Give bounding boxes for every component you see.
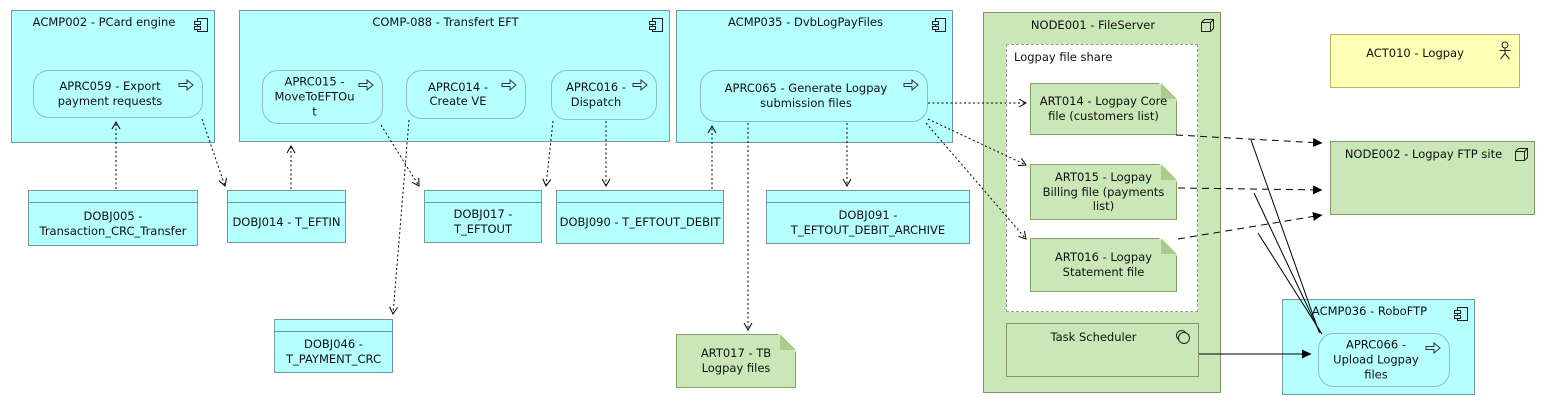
- aprc059-label: APRC059 - Export payment requests: [57, 79, 163, 108]
- aprc066-label: APRC066 - Upload Logpay files: [1333, 337, 1419, 382]
- actor-act010[interactable]: ACT010 - Logpay: [1330, 34, 1520, 88]
- data-object-strip: [557, 191, 723, 203]
- dobj017-label: DOBJ017 - T_EFTOUT: [453, 207, 513, 236]
- node002-label: NODE002 - Logpay FTP site: [1344, 147, 1503, 161]
- data-object-dobj005[interactable]: DOBJ005 - Transaction_CRC_Transfer: [28, 190, 198, 246]
- data-object-strip: [228, 191, 345, 203]
- process-arrow-icon: [632, 79, 648, 91]
- dobj091-label: DOBJ091 - T_EFTOUT_DEBIT_ARCHIVE: [790, 207, 946, 237]
- component-icon: [649, 18, 663, 32]
- aprc016-label: APRC016 - Dispatch: [565, 80, 626, 109]
- artifact-art016[interactable]: ART016 - Logpay Statement file: [1030, 238, 1177, 292]
- system-software-task-scheduler[interactable]: Task Scheduler: [1006, 323, 1199, 377]
- data-object-dobj046[interactable]: DOBJ046 - T_PAYMENT_CRC: [274, 319, 393, 373]
- data-object-strip: [767, 191, 969, 203]
- process-arrow-icon: [501, 79, 517, 91]
- dobj005-label: DOBJ005 - Transaction_CRC_Transfer: [39, 208, 187, 238]
- act010-label: ACT010 - Logpay: [1366, 46, 1464, 60]
- process-aprc014[interactable]: APRC014 - Create VE: [406, 70, 526, 119]
- process-arrow-icon: [903, 79, 919, 91]
- task-scheduler-label: Task Scheduler: [1050, 330, 1137, 344]
- data-object-strip: [275, 320, 392, 332]
- data-object-dobj091[interactable]: DOBJ091 - T_EFTOUT_DEBIT_ARCHIVE: [766, 190, 970, 244]
- artifact-art017[interactable]: ART017 - TB Logpay files: [676, 334, 796, 388]
- aprc065-label: APRC065 - Generate Logpay submission fil…: [724, 81, 888, 110]
- actor-icon: [1499, 41, 1511, 60]
- node-cube-icon: [1515, 148, 1528, 161]
- process-arrow-icon: [358, 79, 374, 91]
- component-icon: [932, 18, 946, 32]
- acmp036-label: ACMP036 - RoboFTP: [1311, 304, 1428, 318]
- system-software-icon: [1176, 330, 1190, 344]
- process-aprc059[interactable]: APRC059 - Export payment requests: [33, 70, 203, 118]
- component-icon: [194, 18, 208, 32]
- data-object-strip: [29, 191, 197, 203]
- art016-label: ART016 - Logpay Statement file: [1054, 250, 1153, 279]
- dobj014-label: DOBJ014 - T_EFTIN: [232, 214, 341, 229]
- process-arrow-icon: [178, 79, 194, 91]
- process-arrow-icon: [1425, 342, 1441, 354]
- data-object-strip: [425, 191, 541, 203]
- group-label: Logpay file share: [1014, 50, 1113, 64]
- art014-label: ART014 - Logpay Core file (customers lis…: [1039, 94, 1168, 123]
- process-aprc016[interactable]: APRC016 - Dispatch: [551, 70, 657, 120]
- component-icon: [1454, 307, 1468, 321]
- artifact-art014[interactable]: ART014 - Logpay Core file (customers lis…: [1030, 83, 1177, 135]
- dobj046-label: DOBJ046 - T_PAYMENT_CRC: [285, 336, 381, 366]
- dobj090-label: DOBJ090 - T_EFTOUT_DEBIT: [559, 215, 721, 230]
- data-object-dobj014[interactable]: DOBJ014 - T_EFTIN: [227, 190, 346, 243]
- acmp035-label: ACMP035 - DvbLogPayFiles: [728, 15, 883, 29]
- process-aprc066[interactable]: APRC066 - Upload Logpay files: [1318, 333, 1450, 387]
- art015-label: ART015 - Logpay Billing file (payments l…: [1042, 169, 1165, 214]
- process-aprc065[interactable]: APRC065 - Generate Logpay submission fil…: [700, 70, 928, 122]
- process-aprc015[interactable]: APRC015 - MoveToEFTOut: [262, 70, 383, 124]
- node-node002[interactable]: NODE002 - Logpay FTP site: [1330, 141, 1535, 215]
- data-object-dobj090[interactable]: DOBJ090 - T_EFTOUT_DEBIT: [556, 190, 724, 244]
- artifact-art015[interactable]: ART015 - Logpay Billing file (payments l…: [1030, 164, 1177, 220]
- acmp002-label: ACMP002 - PCard engine: [32, 15, 176, 29]
- node001-label: NODE001 - FileServer: [1030, 18, 1156, 32]
- art017-label: ART017 - TB Logpay files: [700, 346, 772, 375]
- aprc015-label: APRC015 - MoveToEFTOut: [274, 74, 355, 119]
- aprc014-label: APRC014 - Create VE: [427, 79, 488, 109]
- node-cube-icon: [1201, 19, 1214, 32]
- comp088-label: COMP-088 - Transfert EFT: [372, 15, 519, 29]
- data-object-dobj017[interactable]: DOBJ017 - T_EFTOUT: [424, 190, 542, 243]
